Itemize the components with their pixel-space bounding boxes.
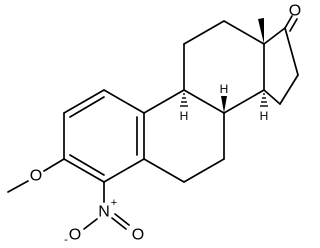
- atom-oxygen-methoxy: O: [30, 168, 42, 185]
- nitro-group: N + O O -: [64, 181, 144, 246]
- ketone-group: O: [284, 3, 301, 32]
- bond-c15-c14: [263, 89, 281, 105]
- bond-c13-c17: [263, 27, 286, 45]
- ring-c: [183, 20, 265, 114]
- ring-d: [263, 27, 299, 105]
- bond-c14-c8: [223, 89, 265, 114]
- bond-c17-c16: [284, 27, 299, 76]
- atom-h-c14: H: [260, 109, 269, 123]
- bond-c9-c8: [183, 89, 225, 114]
- bond-c1-c10: [103, 89, 145, 114]
- bond-c17-o-b: [289, 18, 298, 32]
- atom-nitrogen: N: [98, 204, 110, 221]
- bond-c17-o-a: [284, 15, 293, 29]
- wedge-h-c8: [221, 96, 227, 113]
- bond-c7-c6: [183, 158, 225, 183]
- bond-n-o-double-b: [114, 213, 130, 226]
- bond-c12-c13: [223, 20, 265, 45]
- methoxy-group: O: [7, 158, 65, 193]
- stereo-h-c8: H: [220, 82, 229, 113]
- bond-c1-c2-inner: [69, 96, 105, 118]
- bond-n-o-single: [83, 218, 98, 230]
- stereo-h-c9: H: [180, 93, 189, 123]
- nitrogen-charge: +: [111, 197, 117, 209]
- atom-oxygen-ketone: O: [289, 3, 301, 20]
- bond-c4-c5: [103, 158, 145, 183]
- bond-c6-c5: [143, 158, 185, 183]
- atom-h-c9: H: [180, 109, 189, 123]
- methyl-wedge: [258, 18, 264, 44]
- structure-diagram: O O N + O O - H H H: [7, 3, 301, 246]
- atom-h-c8: H: [220, 82, 229, 96]
- ring-a-aromatic: [63, 89, 145, 183]
- bond-c10-c9: [143, 89, 185, 114]
- bond-c3-o: [43, 158, 65, 172]
- bond-c3-c4: [63, 158, 105, 183]
- bond-c11-c12: [183, 20, 225, 45]
- bond-c16-c15: [279, 74, 299, 105]
- atom-oxygen-nitro-single: O: [69, 227, 81, 244]
- stereo-h-c14: H: [260, 93, 269, 123]
- bond-c1-c2: [63, 89, 105, 114]
- bond-c3-c4-inner: [69, 154, 105, 176]
- atom-oxygen-nitro-double: O: [132, 227, 144, 244]
- oxygen-charge: -: [64, 234, 68, 246]
- bond-o-ch3: [7, 180, 29, 193]
- bond-n-o-double-a: [111, 217, 127, 230]
- ring-b: [143, 89, 225, 183]
